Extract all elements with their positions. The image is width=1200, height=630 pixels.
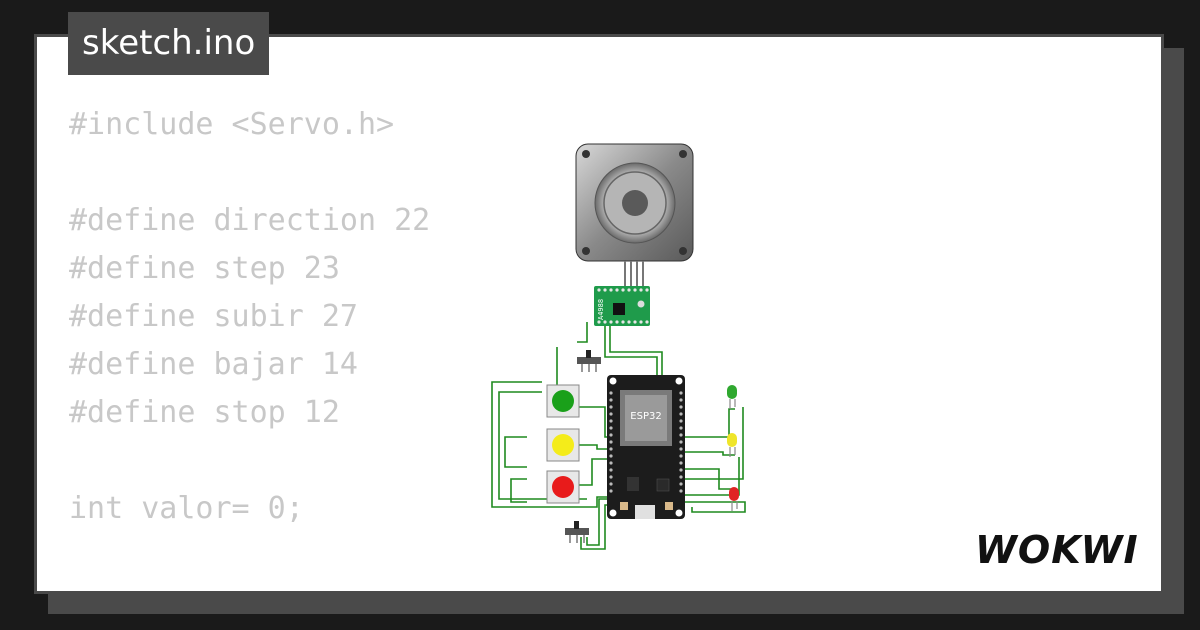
code-line: #define bajar 14 xyxy=(69,347,358,382)
led-green xyxy=(727,385,737,409)
slide-switch xyxy=(577,350,601,372)
mcu-label: ESP32 xyxy=(630,411,661,422)
circuit-diagram: A4988 xyxy=(491,143,746,550)
driver-label: A4988 xyxy=(597,299,605,320)
push-button-yellow xyxy=(546,428,580,462)
stepper-driver: A4988 xyxy=(594,286,650,326)
wokwi-logo: WOKWI xyxy=(975,528,1139,572)
code-line: void setup() { xyxy=(69,581,430,591)
esp32-board: ESP32 xyxy=(607,375,685,519)
push-button-red xyxy=(546,470,580,504)
led-yellow xyxy=(727,433,737,457)
stepper-motor xyxy=(575,143,694,287)
push-button-green xyxy=(546,384,580,418)
file-tab[interactable]: sketch.ino xyxy=(68,12,270,75)
code-line xyxy=(69,437,430,485)
led-red xyxy=(729,487,739,511)
code-line xyxy=(69,533,430,581)
code-line: #define subir 27 xyxy=(69,299,358,334)
code-line: #include <Servo.h> xyxy=(69,107,395,142)
code-preview: #include <Servo.h> #define direction 22 #d… xyxy=(69,101,431,591)
wires xyxy=(491,322,746,550)
project-card: #include <Servo.h> #define direction 22 #d… xyxy=(34,34,1164,594)
code-line: #define stop 12 xyxy=(69,395,340,430)
code-line xyxy=(69,149,430,197)
code-line: #define step 23 xyxy=(69,251,340,286)
wokwi-logo-text: WOKWI xyxy=(975,528,1139,572)
slide-switch xyxy=(565,521,589,543)
code-line: #define direction 22 xyxy=(69,203,431,238)
code-line: int valor= 0; xyxy=(69,491,304,526)
